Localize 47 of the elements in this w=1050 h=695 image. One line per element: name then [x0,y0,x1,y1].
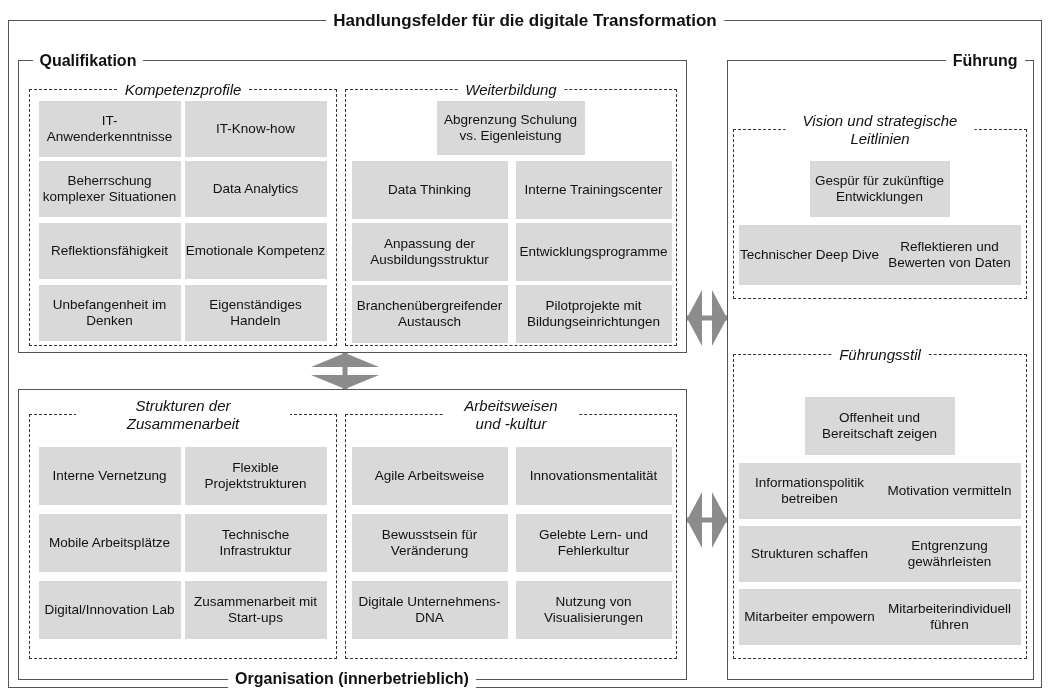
action-field: Reflektionsfähigkeit [38,222,181,279]
action-field: IT-Know-how [184,100,327,157]
action-field: Strukturen schaffen [738,525,881,582]
action-field: Innovationsmentalität [515,446,672,505]
frame-title: Handlungsfelder für die digitale Transformation [326,11,724,31]
action-field: Gelebte Lern- und Fehlerkultur [515,513,672,572]
action-field: Digitale Unternehmens-DNA [351,580,508,639]
action-field: Interne Vernetzung [38,446,181,505]
action-field: Anpassung der Ausbildungsstruktur [351,222,508,281]
action-field: Interne Trainingscenter [515,160,672,219]
action-field: Flexible Projektstrukturen [184,446,327,505]
section-title: Qualifikation [32,51,144,70]
action-field: Unbefangenheit im Denken [38,284,181,341]
action-field: Technischer Deep Dive [738,224,881,285]
section-title: Führung [945,51,1025,70]
category-title: Weiterbildung [458,81,564,99]
action-field: Pilotprojekte mit Bildungseinrichtungen [515,284,672,343]
action-field: Branchenübergreifender Austausch [351,284,508,343]
action-field: Zusammenarbeit mit Start-ups [184,580,327,639]
action-field: Nutzung von Visualisierungen [515,580,672,639]
action-field: Informationspolitik betreiben [738,462,881,519]
action-field: Offenheit und Bereitschaft zeigen [804,396,955,455]
action-field: Mitarbeiter empowern [738,588,881,645]
action-field: Mobile Arbeitsplätze [38,513,181,572]
action-field: Beherrschung komplexer Situationen [38,160,181,217]
action-field: IT-Anwenderkenntnisse [38,100,181,157]
action-field: Data Thinking [351,160,508,219]
action-field: Agile Arbeitsweise [351,446,508,505]
action-field: Reflektieren und Bewerten von Daten [878,224,1021,285]
action-field: Entwicklungsprogramme [515,222,672,281]
double-arrow [687,290,727,346]
action-field: Motivation vermitteln [878,462,1021,519]
action-field: Bewusstsein für Veränderung [351,513,508,572]
action-field: Technische Infrastruktur [184,513,327,572]
action-field: Gespür für zukünftige Entwicklungen [809,160,950,217]
double-arrow [687,492,727,548]
action-field: Data Analytics [184,160,327,217]
action-field: Digital/Innovation Lab [38,580,181,639]
action-field: Mitarbeiterindividuell führen [878,588,1021,645]
section-title: Organisation (innerbetrieblich) [228,669,476,688]
category-title: Kompetenzprofile [117,81,249,99]
action-field: Emotionale Kompetenz [184,222,327,279]
action-field: Abgrenzung Schulung vs. Eigenleistung [436,100,585,155]
double-arrow [310,353,380,389]
action-field: Entgrenzung gewährleisten [878,525,1021,582]
category-title: Führungsstil [832,346,928,364]
action-field: Eigenständiges Handeln [184,284,327,341]
